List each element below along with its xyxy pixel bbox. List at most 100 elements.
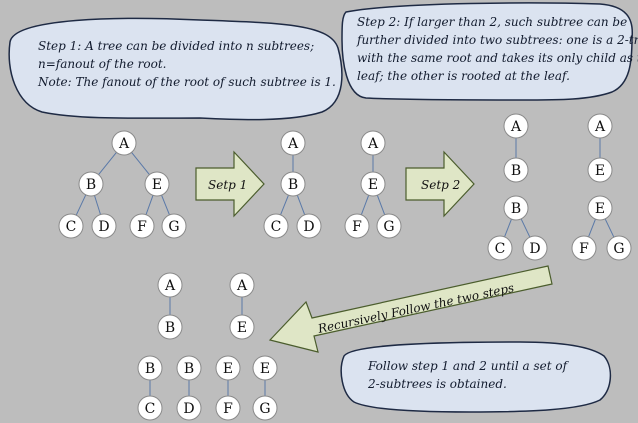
tree-node-label: F xyxy=(352,219,362,235)
callout-step2: Step 2: If larger than 2, such subtree c… xyxy=(341,2,638,101)
tree-node-label: B xyxy=(288,177,298,193)
tree-node-circle xyxy=(91,213,117,239)
tree-final_ef: EF xyxy=(215,355,241,421)
tree-after_step1_left-edges xyxy=(280,155,306,216)
tree-node-g: G xyxy=(376,213,402,239)
tree-final_ae: AE xyxy=(229,272,255,340)
tree-node-e: E xyxy=(587,157,613,183)
tree-node-e: E xyxy=(587,195,613,221)
tree-node-circle xyxy=(229,272,255,298)
tree-edge-a-e xyxy=(131,151,150,176)
arrow-recursive: Recursively Follow the two steps xyxy=(268,265,553,353)
tree-node-circle xyxy=(487,235,513,261)
tree-node-circle xyxy=(137,395,163,421)
tree-edge-e-f xyxy=(145,195,154,215)
tree-node-d: D xyxy=(296,213,322,239)
arrow-step2-shape xyxy=(405,150,475,218)
tree-node-circle xyxy=(360,171,386,197)
tree-node-circle xyxy=(503,113,529,139)
tree-node-b: B xyxy=(280,171,306,197)
arrow-step1-label: Setp 1 xyxy=(208,178,247,192)
callout-step1-bubble xyxy=(8,17,343,121)
tree-node-circle xyxy=(252,355,278,381)
tree-node-circle xyxy=(176,355,202,381)
tree-node-a: A xyxy=(360,130,386,156)
tree-node-label: G xyxy=(613,241,624,257)
tree-node-label: B xyxy=(86,177,96,193)
tree-node-label: C xyxy=(145,401,156,417)
callout-step2-bubble xyxy=(341,2,634,101)
tree-node-e: E xyxy=(144,171,170,197)
tree-node-circle xyxy=(376,213,402,239)
tree-node-b: B xyxy=(503,157,529,183)
tree-final_bc: BC xyxy=(137,355,163,421)
tree-node-c: C xyxy=(58,213,84,239)
tree-edges xyxy=(75,138,615,396)
svg-text:Step 2: If larger than 2, such: Step 2: If larger than 2, such subtree c… xyxy=(356,15,638,83)
tree-node-label: A xyxy=(236,278,248,294)
callout-step1-line-2: n=fanout of the root. xyxy=(38,57,166,71)
tree-node-label: G xyxy=(383,219,394,235)
tree-node-label: C xyxy=(66,219,77,235)
tree-after_step1_right-edges xyxy=(360,155,386,215)
tree-final_eg: EG xyxy=(252,355,278,421)
tree-node-a: A xyxy=(111,130,137,156)
tree-node-g: G xyxy=(252,395,278,421)
tree-node-c: C xyxy=(137,395,163,421)
tree-node-label: E xyxy=(595,201,605,217)
tree-node-d: D xyxy=(176,395,202,421)
tree-node-a: A xyxy=(280,130,306,156)
svg-text:Follow step 1 and 2 until a se: Follow step 1 and 2 until a set of 2-sub… xyxy=(367,359,571,391)
tree-node-circle xyxy=(503,195,529,221)
callout-step2-line-3: with the same root and takes its only ch… xyxy=(357,51,638,65)
tree-final_bd: BD xyxy=(176,355,202,421)
tree-node-circle xyxy=(587,157,613,183)
tree-node-e: E xyxy=(252,355,278,381)
tree-node-circle xyxy=(137,355,163,381)
tree-edge-b-c xyxy=(75,194,87,216)
tree-node-label: C xyxy=(271,219,282,235)
tree-node-circle xyxy=(58,213,84,239)
tree-node-label: E xyxy=(152,177,162,193)
tree-edge-b-c xyxy=(280,194,289,216)
tree-node-a: A xyxy=(229,272,255,298)
tree-edge-a-b xyxy=(98,151,117,176)
svg-text:Step 1: A tree can be divided: Step 1: A tree can be divided into n sub… xyxy=(37,39,336,89)
callout-step2-line-1: Step 2: If larger than 2, such subtree c… xyxy=(357,15,627,29)
tree-node-circle xyxy=(157,272,183,298)
callout-final-line-1: Follow step 1 and 2 until a set of xyxy=(367,359,570,373)
tree-node-circle xyxy=(587,195,613,221)
tree-edge-b-d xyxy=(520,218,531,238)
tree-node-circle xyxy=(111,130,137,156)
tree-node-label: C xyxy=(495,241,506,257)
tree-node-label: A xyxy=(164,278,176,294)
tree-edge-e-g xyxy=(604,218,615,238)
tree-node-a: A xyxy=(157,272,183,298)
tree-node-circle xyxy=(161,213,187,239)
arrow-step2: Setp 2 xyxy=(405,150,475,218)
tree-node-circle xyxy=(344,213,370,239)
tree-node-label: B xyxy=(511,201,521,217)
tree-node-e: E xyxy=(229,314,255,340)
tree-edge-e-f xyxy=(588,218,596,238)
tree-node-a: A xyxy=(503,113,529,139)
tree-node-circle xyxy=(587,113,613,139)
tree-node-circle xyxy=(522,235,548,261)
tree-node-b: B xyxy=(157,314,183,340)
tree-after_step2_ab: AB xyxy=(503,113,529,183)
tree-node-circle xyxy=(280,130,306,156)
tree-node-b: B xyxy=(176,355,202,381)
tree-node-label: F xyxy=(137,219,147,235)
tree-node-circle xyxy=(215,395,241,421)
tree-node-label: A xyxy=(594,119,606,135)
tree-node-circle xyxy=(280,171,306,197)
callout-final: Follow step 1 and 2 until a set of 2-sub… xyxy=(340,341,612,413)
tree-node-circle xyxy=(606,235,632,261)
tree-node-circle xyxy=(503,157,529,183)
arrow-step1-shape xyxy=(195,150,265,218)
tree-edge-e-f xyxy=(360,195,370,215)
tree-node-circle xyxy=(215,355,241,381)
